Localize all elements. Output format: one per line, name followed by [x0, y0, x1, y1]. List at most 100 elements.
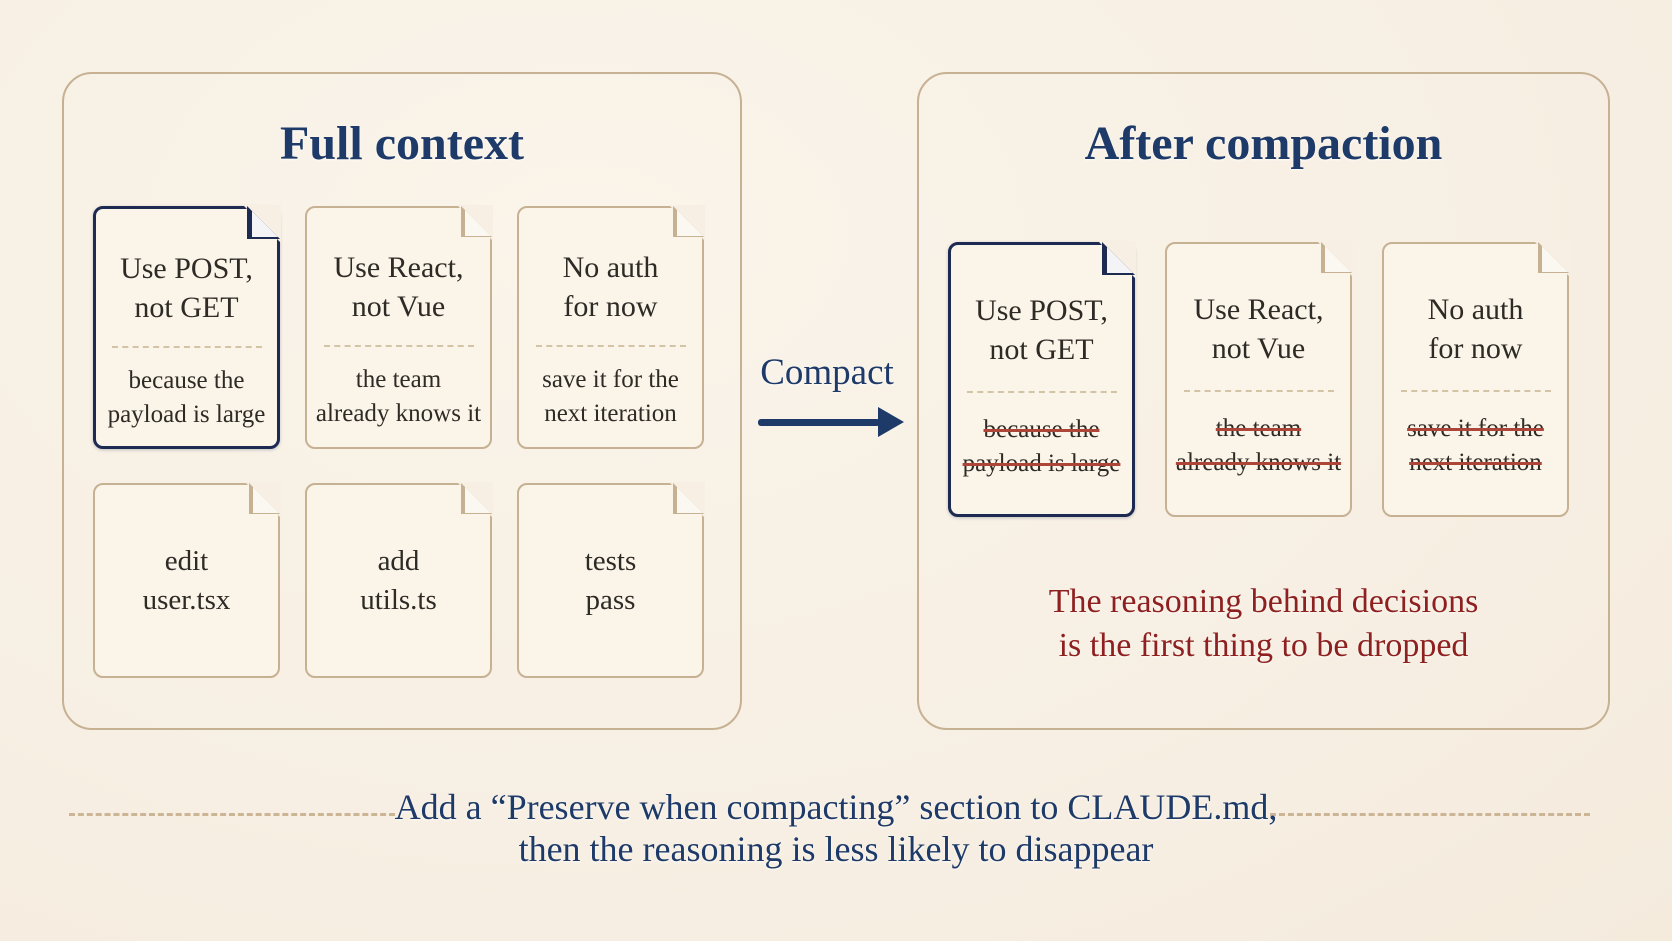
- dashed-divider: [966, 391, 1117, 393]
- card-title: No auth for now: [1428, 290, 1524, 368]
- card-reason-line2: next iteration: [544, 400, 677, 427]
- footer-note: Add a “Preserve when compacting” section…: [0, 786, 1672, 870]
- full-context-panel: Full context Use POST, not GET because t…: [62, 72, 742, 730]
- card-title-line2: not Vue: [351, 290, 446, 323]
- doc-card-use-react: Use React, not Vue the team already know…: [305, 205, 493, 449]
- dashed-divider: [1400, 390, 1551, 392]
- struck-reason-line1: the team: [1215, 415, 1302, 442]
- card-title: Use POST, not GET: [120, 249, 253, 327]
- doc-card-add-utils-ts: add utils.ts: [305, 482, 493, 678]
- folded-corner-cut: [457, 205, 493, 241]
- card-title-line2: not Vue: [1211, 332, 1306, 365]
- folded-corner-icon: [461, 206, 492, 237]
- dashed-divider: [323, 345, 474, 347]
- folded-corner-cut: [669, 205, 705, 241]
- doc-card-use-post-compacted: Use POST, not GET because the payload is…: [948, 241, 1136, 517]
- card-title-line1: Use React,: [1193, 293, 1324, 326]
- card-reason-struck: save it for the next iteration: [1402, 412, 1549, 480]
- folded-corner-fill: [1325, 246, 1351, 272]
- after-compaction-panel: After compaction Use POST, not GET becau…: [917, 72, 1610, 730]
- folded-corner-icon: [249, 483, 280, 514]
- card-reason-line2: already knows it: [315, 400, 482, 427]
- dashed-divider: [1183, 390, 1334, 392]
- folded-corner-cut: [457, 482, 493, 518]
- struck-reason-line2: already knows it: [1175, 449, 1342, 476]
- footer-line2: then the reasoning is less likely to dis…: [518, 829, 1154, 869]
- dashed-divider: [111, 346, 262, 348]
- folded-corner-cut: [1098, 241, 1136, 279]
- doc-card-use-react-compacted: Use React, not Vue the team already know…: [1165, 241, 1353, 517]
- compact-arrow-line: [758, 419, 880, 426]
- folded-corner-icon: [461, 483, 492, 514]
- folded-corner-fill: [1107, 247, 1133, 273]
- doc-card-use-post: Use POST, not GET because the payload is…: [93, 205, 281, 449]
- card-title-line2: for now: [1428, 332, 1523, 365]
- folded-corner-cut: [1534, 241, 1570, 277]
- card-title: Use React, not Vue: [1194, 290, 1324, 368]
- card-reason: save it for the next iteration: [542, 363, 679, 431]
- card-title: No auth for now: [563, 248, 659, 326]
- doc-card-no-auth-compacted: No auth for now save it for the next ite…: [1382, 241, 1570, 517]
- card-title: Use React, not Vue: [334, 248, 464, 326]
- card-reason-line1: save it for the: [542, 366, 679, 393]
- card-title-line2: for now: [563, 290, 658, 323]
- struck-reason-line2: next iteration: [1409, 449, 1542, 476]
- card-reason-struck: because the payload is large: [958, 413, 1126, 481]
- struck-reason-line1: save it for the: [1407, 415, 1544, 442]
- footer-line1: Add a “Preserve when compacting” section…: [394, 787, 1278, 827]
- card-title-line1: Use POST,: [120, 252, 253, 285]
- card-reason: the team already knows it: [316, 363, 481, 431]
- card-reason-line1: the team: [355, 366, 442, 393]
- folded-corner-icon: [673, 206, 704, 237]
- card-title-line1: Use React,: [333, 251, 464, 284]
- card-label-line1: add: [377, 544, 420, 577]
- struck-reason-line2: payload is large: [962, 450, 1121, 477]
- folded-corner-fill: [465, 210, 491, 236]
- card-title-line2: not GET: [134, 291, 239, 324]
- dashed-divider: [535, 345, 686, 347]
- folded-corner-fill: [465, 487, 491, 513]
- folded-corner-cut: [243, 205, 281, 243]
- card-label-line1: edit: [164, 544, 209, 577]
- card-label: edit user.tsx: [143, 542, 231, 620]
- card-label: add utils.ts: [360, 542, 437, 620]
- footer-dashed-line-left: [69, 813, 395, 816]
- card-reason-struck: the team already knows it: [1171, 412, 1346, 480]
- folded-corner-cut: [1317, 241, 1353, 277]
- card-label: tests pass: [585, 542, 637, 620]
- card-title-line2: not GET: [989, 333, 1094, 366]
- card-reason-line1: because the: [128, 367, 245, 394]
- card-label-line1: tests: [584, 544, 637, 577]
- card-reason-line2: payload is large: [107, 401, 266, 428]
- card-label-line2: pass: [585, 583, 636, 616]
- doc-card-no-auth: No auth for now save it for the next ite…: [517, 205, 705, 449]
- struck-reason-line1: because the: [983, 416, 1100, 443]
- doc-card-tests-pass: tests pass: [517, 482, 705, 678]
- folded-corner-icon: [673, 483, 704, 514]
- folded-corner-icon: [1321, 242, 1352, 273]
- card-reason: because the payload is large: [108, 364, 266, 432]
- folded-corner-fill: [677, 210, 703, 236]
- folded-corner-fill: [677, 487, 703, 513]
- folded-corner-icon: [1102, 242, 1135, 275]
- after-compaction-title: After compaction: [1084, 117, 1443, 170]
- doc-card-edit-user-tsx: edit user.tsx: [93, 482, 281, 678]
- reasoning-dropped-callout: The reasoning behind decisions is the fi…: [919, 580, 1608, 668]
- callout-line1: The reasoning behind decisions: [1048, 583, 1479, 620]
- card-title-line1: No auth: [562, 251, 659, 284]
- card-title: Use POST, not GET: [975, 291, 1108, 369]
- compact-label: Compact: [760, 352, 894, 393]
- card-label-line2: utils.ts: [360, 583, 437, 616]
- folded-corner-cut: [669, 482, 705, 518]
- card-label-line2: user.tsx: [142, 583, 231, 616]
- compact-arrow-icon: [878, 407, 904, 437]
- folded-corner-icon: [1538, 242, 1569, 273]
- callout-line2: is the first thing to be dropped: [1058, 627, 1469, 664]
- footer-dashed-line-right: [1270, 813, 1590, 816]
- folded-corner-fill: [253, 487, 279, 513]
- full-context-title: Full context: [280, 117, 524, 170]
- folded-corner-fill: [1542, 246, 1568, 272]
- folded-corner-fill: [252, 211, 278, 237]
- folded-corner-cut: [245, 482, 281, 518]
